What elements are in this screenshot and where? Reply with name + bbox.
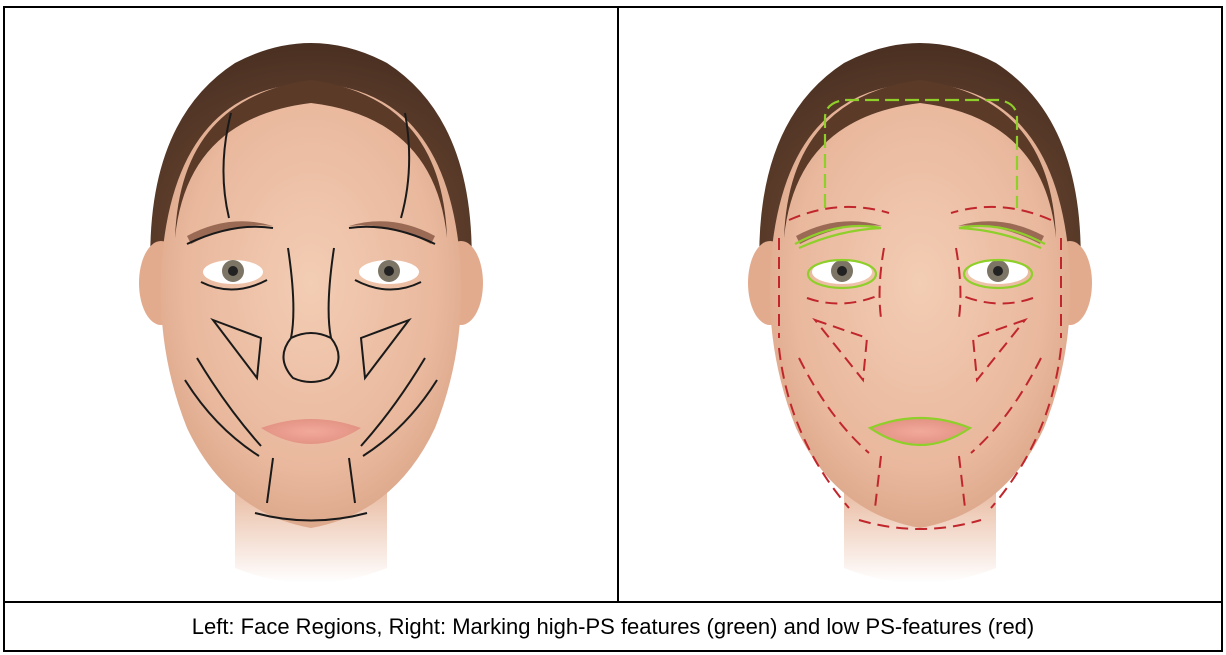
- right-panel-ps-features: [619, 8, 1221, 601]
- figure-caption: Left: Face Regions, Right: Marking high-…: [5, 603, 1221, 650]
- face-drawing: [748, 43, 1092, 583]
- face-drawing: [139, 43, 483, 583]
- left-panel-face-regions: [5, 8, 617, 601]
- face-image-right: [619, 8, 1221, 601]
- face-image-left: [5, 8, 617, 601]
